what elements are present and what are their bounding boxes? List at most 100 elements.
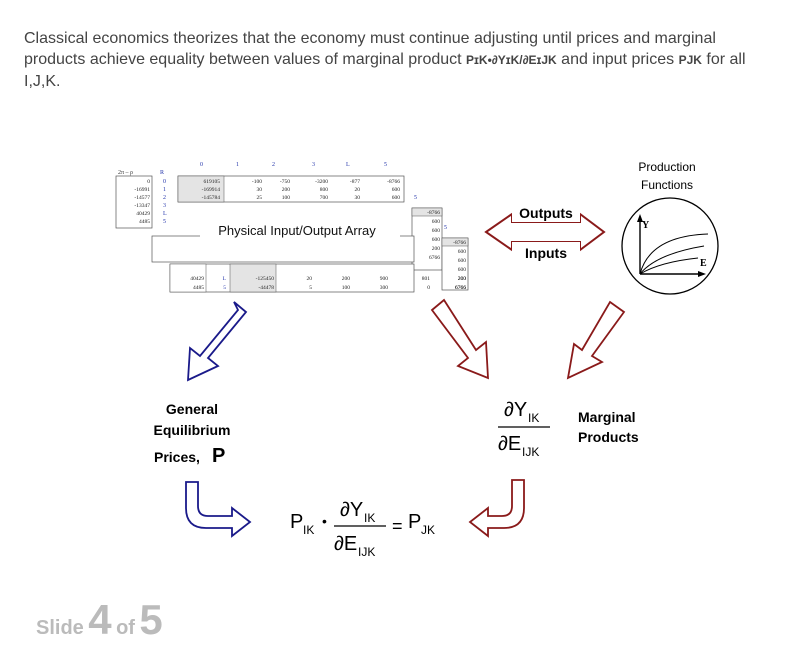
eq-p-sub: IK <box>303 523 314 537</box>
left-value: 40429 <box>136 211 150 217</box>
intro-text-2: and input prices <box>556 51 679 68</box>
side-cell: 600 <box>458 249 467 255</box>
left-value: -13347 <box>134 203 150 209</box>
bottom-cell: L <box>223 276 227 282</box>
table-cell: -100 <box>252 179 262 185</box>
side-cell: 600 <box>432 237 441 243</box>
side-column-table-2 <box>441 237 469 291</box>
side-cell: 6766 <box>455 285 466 291</box>
table-cell: -3200 <box>315 179 328 185</box>
arrow-shape <box>185 481 252 538</box>
blue-arrow-to-prices <box>187 301 248 382</box>
red-arrow-from-array <box>430 298 489 380</box>
corner-label: 2π – ρ <box>118 170 133 176</box>
production-functions: Production Functions Y E <box>621 160 719 295</box>
table-cell: 800 <box>320 187 329 193</box>
slide-counter: Slide 4 of 5 <box>36 596 163 644</box>
bottom-cell: 200 <box>342 276 351 282</box>
table-cell: -169914 <box>202 187 221 193</box>
slide-of: of <box>116 617 135 639</box>
production-curve <box>639 233 709 275</box>
mp-label2: Products <box>578 429 639 445</box>
col-header: 2 <box>272 162 275 168</box>
blue-curved-arrow <box>185 481 252 538</box>
mp-numerator: ∂Y <box>504 399 527 421</box>
arrow-shape <box>566 300 626 380</box>
eq-rhs-sub: JK <box>421 523 435 537</box>
col-header: 5 <box>384 162 387 168</box>
col-header: 0 <box>200 162 203 168</box>
table-cell: 600 <box>392 187 401 193</box>
array-title-card <box>200 216 400 244</box>
slide-word: Slide <box>36 617 84 639</box>
bottom-cell: 801 <box>422 276 431 282</box>
table-cell: 100 <box>282 195 291 201</box>
row-header: 5 <box>163 219 166 225</box>
eq-denominator: ∂E <box>334 533 357 555</box>
ge-symbol: P <box>212 445 225 467</box>
outputs-label: Outputs <box>519 205 573 221</box>
ge-line2: Equilibrium <box>154 422 231 438</box>
ge-line3: Prices, <box>154 449 200 465</box>
table-cell: 619105 <box>204 179 221 185</box>
outputs-inputs-arrow: Outputs Inputs <box>484 204 606 262</box>
bottom-cell: -125450 <box>256 276 275 282</box>
production-curve <box>639 257 699 275</box>
bottom-cell: 5 <box>309 285 312 291</box>
side-cell: 600 <box>432 219 441 225</box>
svg-text:5: 5 <box>414 195 417 201</box>
mp-label1: Marginal <box>578 409 636 425</box>
eq-p: P <box>290 511 303 533</box>
bottom-cell: -44478 <box>258 285 274 291</box>
row-header: 2 <box>163 195 166 201</box>
intro-input-price: PJK <box>678 53 702 67</box>
red-arrow-from-production <box>566 300 626 380</box>
mp-numerator-sub: IK <box>528 411 539 425</box>
bottom-cell: 300 <box>380 285 389 291</box>
marginal-products-block: ∂Y IK ∂E IJK Marginal Products <box>498 399 639 459</box>
intro-text-1: Classical economics theorizes that the e… <box>24 30 716 68</box>
r-label: R <box>160 170 164 176</box>
red-curved-arrow <box>468 479 525 538</box>
bottom-cell: 40429 <box>190 276 204 282</box>
col-header: 3 <box>312 162 315 168</box>
left-column-table <box>115 175 153 229</box>
side-cell: 600 <box>458 267 467 273</box>
bottom-cell: 100 <box>342 285 351 291</box>
bottom-cell: 200 <box>458 276 467 282</box>
production-title-line2: Functions <box>641 178 693 192</box>
row-header: 1 <box>163 187 166 193</box>
col-header: L <box>346 162 350 168</box>
col-header: 1 <box>236 162 239 168</box>
table-cell: 30 <box>355 195 361 201</box>
y-axis-label: Y <box>642 220 650 231</box>
bottom-cell: 20 <box>307 276 313 282</box>
bottom-cell: 4485 <box>193 285 204 291</box>
eq-equals: = <box>392 516 403 536</box>
intro-paragraph: Classical economics theorizes that the e… <box>24 28 764 92</box>
arrow-shape <box>468 479 525 538</box>
table-cell: 700 <box>320 195 329 201</box>
eq-numerator-sub: IK <box>364 511 375 525</box>
row-header: 0 <box>163 179 166 185</box>
table-cell: -8766 <box>387 179 400 185</box>
general-equilibrium-block: General Equilibrium Prices, P <box>154 401 231 467</box>
table-cell: 30 <box>257 187 263 193</box>
arrow-shape <box>430 298 489 380</box>
row-header: L <box>163 211 167 217</box>
table-cell: -750 <box>280 179 290 185</box>
bottom-cell: 5 <box>223 285 226 291</box>
bottom-cell: 900 <box>380 276 389 282</box>
table-cell: -145784 <box>202 195 221 201</box>
arrow-shape <box>187 301 248 382</box>
side-cell: 6766 <box>429 255 440 261</box>
side-column-table <box>411 207 443 271</box>
production-curve <box>639 245 705 275</box>
mp-denominator: ∂E <box>498 433 521 455</box>
production-circle <box>621 197 719 295</box>
eq-numerator: ∂Y <box>340 499 363 521</box>
left-value: 0 <box>147 179 150 185</box>
side-cell: 600 <box>458 258 467 264</box>
bottom-table <box>169 263 415 293</box>
